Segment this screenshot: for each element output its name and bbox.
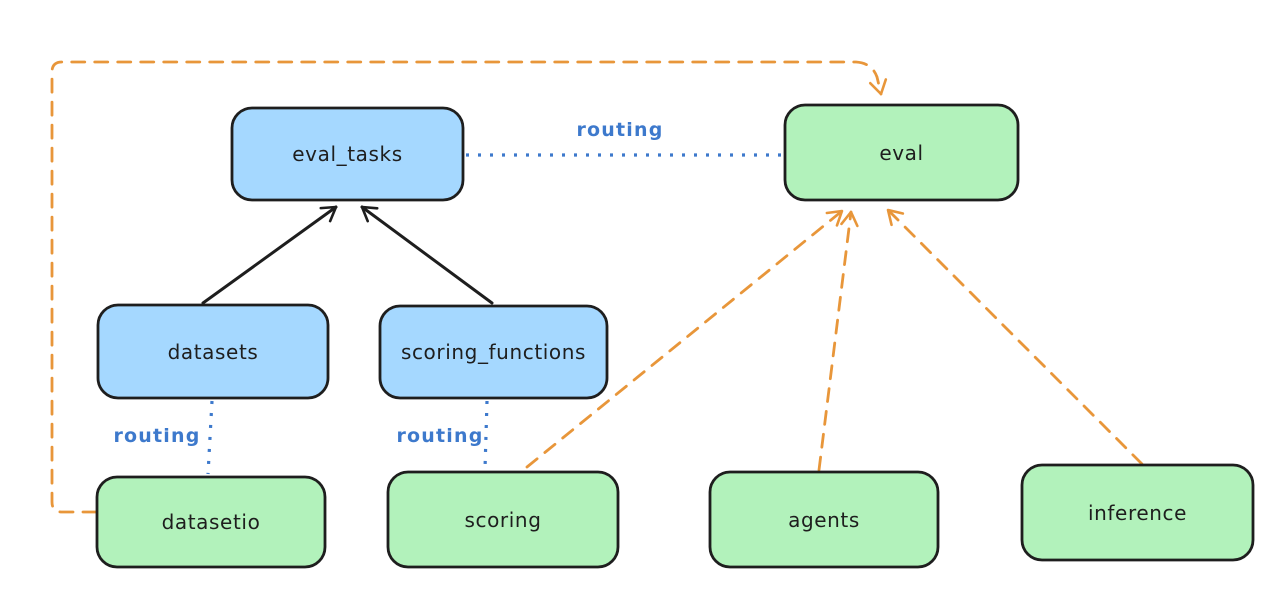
node-eval: [783, 103, 1020, 202]
edge-scoring-to-eval: [525, 209, 844, 469]
edge-scoring-functions-to-eval-tasks: [360, 205, 494, 305]
edge-inference-to-eval: [886, 208, 1144, 466]
node-eval-tasks: [230, 106, 465, 202]
node-datasets: [96, 303, 330, 400]
edge-datasets-to-eval-tasks: [201, 205, 338, 305]
node-agents: [708, 470, 940, 569]
edge-agents-to-eval: [817, 210, 859, 472]
link-datasets-to-datasetio: [206, 400, 214, 475]
node-scoring-functions: [378, 304, 609, 400]
node-datasetio: [95, 475, 327, 569]
node-inference: [1020, 463, 1255, 562]
edge-datasetio-to-eval-loop: [50, 60, 888, 514]
node-scoring: [386, 470, 620, 569]
link-scoring-functions-to-scoring: [483, 400, 489, 470]
